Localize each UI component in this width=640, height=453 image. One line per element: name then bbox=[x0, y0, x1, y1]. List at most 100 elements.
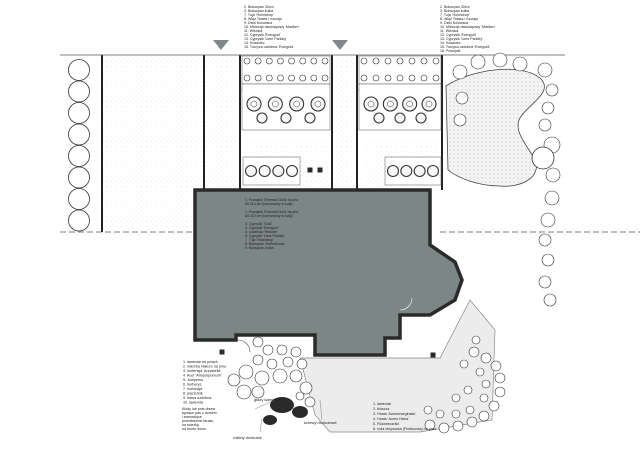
tree-row-left bbox=[68, 59, 90, 232]
tree-circle bbox=[452, 64, 468, 80]
bed-plant-circle bbox=[413, 164, 426, 178]
flower-bed-mid-left bbox=[242, 156, 301, 186]
shrub-circle bbox=[266, 358, 278, 370]
bed-plant-circle bbox=[394, 112, 406, 124]
tree-circle bbox=[541, 101, 555, 115]
bed-plant-core bbox=[293, 100, 300, 108]
shrub-circle bbox=[277, 57, 284, 65]
legend-tl-4: 9. Dziki Kolowsus bbox=[244, 21, 272, 25]
shrub-circle bbox=[471, 335, 481, 345]
shrub-circle bbox=[432, 57, 440, 65]
bed-plant-circle bbox=[304, 112, 316, 124]
flower-bed-mid-right bbox=[384, 156, 442, 186]
shrub-circle bbox=[494, 372, 506, 384]
shrub-circle bbox=[360, 74, 368, 82]
legend-tr-1: 3. Bukszpan kulka bbox=[440, 9, 469, 13]
house-legend-11: 8. Bukszpan 'Suffruticosa' bbox=[245, 242, 285, 246]
house-legend-0: 1. Powojnik 'Emerald Gold' na pnu bbox=[245, 198, 298, 202]
door-arc bbox=[399, 297, 413, 311]
bushes-label: krzewy dookołowe bbox=[304, 420, 337, 425]
legend-tr-5: 10. Miłorząb dwuklapowy 'Mariken' bbox=[440, 25, 496, 29]
bed-plant-circle bbox=[244, 164, 258, 178]
shrub-circle bbox=[466, 416, 478, 428]
house bbox=[193, 167, 464, 358]
legend-tr-3: 8. Wiąz Tarasz i ruczaju bbox=[440, 17, 478, 21]
legend-br-2: 3. Hosta 'Aureomarginata' bbox=[373, 412, 416, 416]
legend-bl-1: 2. wierzba Hakuro na pniu bbox=[183, 365, 226, 369]
tree-circle bbox=[68, 188, 90, 210]
shrub-circle bbox=[252, 354, 264, 366]
house-legend-7: 4. Cyprysik 'Evergold' bbox=[245, 226, 279, 230]
shrub-circle bbox=[252, 336, 264, 348]
leader-lines bbox=[254, 399, 323, 433]
shrub-circle bbox=[243, 57, 251, 65]
shrub-circle bbox=[490, 360, 502, 372]
bed-plant-core bbox=[272, 100, 279, 108]
legend-bl-7: 8. pięciornik bbox=[183, 392, 203, 396]
tree-circle bbox=[68, 102, 90, 124]
bed-plant-circle bbox=[258, 164, 271, 178]
shrub-circle bbox=[432, 74, 440, 82]
tree-group-right bbox=[452, 52, 561, 307]
legend-tl-6: 11. Wiśnica bbox=[244, 29, 262, 33]
shrub-circle bbox=[384, 74, 392, 82]
legend-bl-9: 10. lawenda bbox=[183, 401, 204, 405]
bed-plant-circle bbox=[415, 112, 427, 124]
shrub-circle bbox=[251, 385, 265, 399]
shrub-cluster-left bbox=[227, 336, 316, 408]
house-legend-4: 60-110 cm (formowany w kulę) bbox=[245, 214, 293, 218]
tree-circle bbox=[470, 54, 486, 70]
house-legend-3: 1. Powojnik 'Emerald Gold' na pnu bbox=[245, 210, 298, 214]
note-line-3: przedłużenie tarasu bbox=[182, 419, 213, 423]
legend-tr-4: 9. Dziki Kolowsus bbox=[440, 21, 468, 25]
post-marker bbox=[219, 349, 225, 355]
legend-tl-1: 3. Bukszpan kulka bbox=[244, 9, 273, 13]
bed-plant-circle bbox=[272, 164, 285, 178]
stones-label: głazy kamienne bbox=[254, 397, 283, 402]
legend-tl-10: 15. Turzyca ozdobna 'Evergold' bbox=[244, 45, 294, 49]
legend-bl-5: 6. berberys bbox=[183, 383, 202, 387]
legend-bl-4: 5. Juniperus bbox=[183, 378, 203, 382]
legend-top-left: 2. Bukszpan 30cm 3. Bukszpan kulka 7. Tu… bbox=[244, 5, 300, 49]
shrub-circle bbox=[243, 74, 251, 82]
shrub-circle bbox=[310, 57, 318, 65]
legend-tr-9: 14. Kosaciec bbox=[440, 41, 461, 45]
shrub-circle bbox=[265, 57, 273, 65]
shrub-circle bbox=[262, 344, 274, 356]
shrub-circle bbox=[465, 405, 475, 415]
shrub-circle bbox=[423, 405, 433, 415]
house-legend-6: 3. Cyprysik 'Gold' bbox=[245, 222, 272, 226]
note-line-4: na ścieżkę bbox=[182, 423, 199, 427]
shrub-circle bbox=[296, 358, 308, 370]
shrub-circle bbox=[475, 367, 485, 377]
shrub-circle bbox=[408, 57, 416, 65]
legend-tr-11: 16. Powojnik bbox=[440, 49, 461, 53]
note-line-2: i stanowiące bbox=[182, 415, 202, 419]
shrub-circle bbox=[236, 384, 252, 400]
shrub-circle bbox=[299, 381, 313, 395]
house-legend-12: 9. Bukszpan kulka bbox=[245, 246, 273, 250]
legend-tl-0: 2. Bukszpan 30cm bbox=[244, 5, 274, 9]
shrub-circle bbox=[438, 422, 450, 434]
tree-circle bbox=[455, 91, 469, 105]
legend-bl-2: 3. hortensja 'Annabelle' bbox=[183, 369, 221, 373]
shrub-circle bbox=[321, 57, 329, 65]
shrub-circle bbox=[288, 57, 295, 65]
tree-circle bbox=[543, 293, 557, 307]
tree-circle bbox=[540, 212, 556, 228]
house-legend-1: 60-110 cm (formowany w kulę) bbox=[245, 202, 293, 206]
legend-bottom-left: 1. lawenda na pniach 2. wierzba Hakuro n… bbox=[183, 360, 226, 405]
shrub-circle bbox=[463, 385, 473, 395]
shrub-circle bbox=[282, 356, 294, 368]
bed-plant-core bbox=[250, 100, 258, 108]
bed-plant-circle bbox=[256, 112, 268, 124]
logs-note: Kłody lub pnie drzew łączące pas z domem… bbox=[182, 407, 217, 431]
shrub-circle bbox=[290, 346, 302, 358]
shrub-circle bbox=[479, 393, 489, 403]
legend-br-5: 6. róża okrywowa (Floribunda) na pniu bbox=[373, 427, 436, 431]
legend-tr-2: 7. Tuja 'Holmstrup' bbox=[440, 13, 470, 17]
door-arc-2 bbox=[237, 339, 251, 353]
shrub-circle bbox=[494, 386, 506, 398]
house-legend-10: 7. Tuja 'Holmstrup' bbox=[245, 238, 274, 242]
